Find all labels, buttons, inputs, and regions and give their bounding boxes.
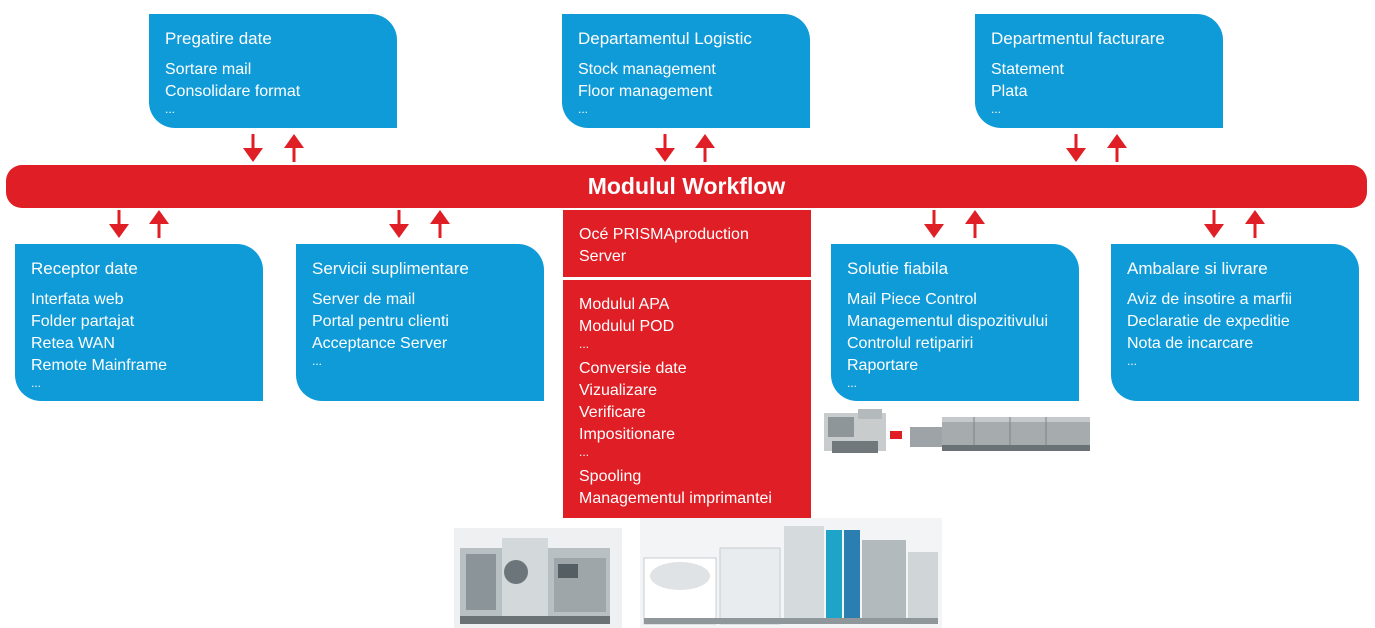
box-item: Server de mail [312,291,416,308]
box-more: ... [312,354,323,368]
server-header-box: Océ PRISMAproduction Server [563,210,811,277]
spooling-item: Spooling [579,468,642,485]
arrow-up-icon [1245,210,1265,238]
box-title: Solutie fiabila [847,259,949,278]
box-item: Sortare mail [165,61,252,78]
arrow-down-icon [655,134,675,162]
box-title: Receptor date [31,259,138,278]
function-item: Impositionare [579,426,676,443]
arrow-down-icon [243,134,263,162]
box-more: ... [847,376,858,390]
box-item: Managementul dispozitivului [847,313,1048,330]
arrow-down-icon [1066,134,1086,162]
box-item: Controlul retipariri [847,335,974,352]
box-more: ... [578,102,589,116]
box-title: Ambalare si livrare [1127,259,1268,278]
arrow-down-icon [109,210,129,238]
box-pregatire-date: Pregatire date Sortare mail Consolidare … [149,14,397,128]
box-title: Servicii suplimentare [312,259,469,278]
server-modules-box: Modulul APA Modulul POD ... Conversie da… [563,280,811,518]
box-title: Departmentul facturare [991,29,1165,48]
box-solutie-fiabila: Solutie fiabila Mail Piece Control Manag… [831,244,1079,401]
box-ambalare-si-livrare: Ambalare si livrare Aviz de insotire a m… [1111,244,1359,401]
workflow-bus-label: Modulul Workflow [587,173,786,199]
box-receptor-date: Receptor date Interfata web Folder parta… [15,244,263,401]
box-item: Declaratie de expeditie [1127,313,1290,330]
server-name-line: Server [579,248,627,265]
box-departamentul-logistic: Departamentul Logistic Stock management … [562,14,810,128]
box-item: Retea WAN [31,335,115,352]
arrow-up-icon [149,210,169,238]
box-item: Floor management [578,83,713,100]
modules-more: ... [579,337,590,351]
function-item: Vizualizare [579,382,657,399]
box-item: Nota de incarcare [1127,335,1254,352]
arrow-up-icon [430,210,450,238]
server-name-line: Océ PRISMAproduction [579,226,749,243]
box-servicii-suplimentare: Servicii suplimentare Server de mail Por… [296,244,544,401]
function-item: Conversie date [579,360,687,377]
box-item: Remote Mainframe [31,357,168,374]
box-item: Statement [991,61,1064,78]
box-title: Departamentul Logistic [578,29,752,48]
box-item: Acceptance Server [312,335,448,352]
arrow-down-icon [924,210,944,238]
finishing-equipment-image [824,409,1090,453]
box-item: Portal pentru clienti [312,313,449,330]
function-item: Verificare [579,404,646,421]
arrow-up-icon [695,134,715,162]
arrow-up-icon [1107,134,1127,162]
box-more: ... [991,102,1002,116]
box-item: Mail Piece Control [847,291,977,308]
module-item: Modulul APA [579,296,670,313]
arrow-up-icon [284,134,304,162]
module-item: Modulul POD [579,318,675,335]
arrow-up-icon [965,210,985,238]
box-item: Plata [991,83,1028,100]
box-more: ... [1127,354,1138,368]
box-item: Aviz de insotire a marfii [1127,291,1293,308]
workflow-bus: Modulul Workflow [6,165,1367,208]
functions-more: ... [579,445,590,459]
box-departmentul-facturare: Departmentul facturare Statement Plata .… [975,14,1223,128]
continuous-feed-printer-image [640,518,942,628]
offset-press-image [454,528,622,628]
arrow-down-icon [1204,210,1224,238]
box-more: ... [31,376,42,390]
box-item: Folder partajat [31,313,135,330]
arrow-down-icon [389,210,409,238]
box-item: Raportare [847,357,919,374]
spooling-item: Managementul imprimantei [579,490,772,507]
box-item: Consolidare format [165,83,301,100]
box-title: Pregatire date [165,29,272,48]
box-item: Stock management [578,61,716,78]
box-more: ... [165,102,176,116]
box-item: Interfata web [31,291,124,308]
